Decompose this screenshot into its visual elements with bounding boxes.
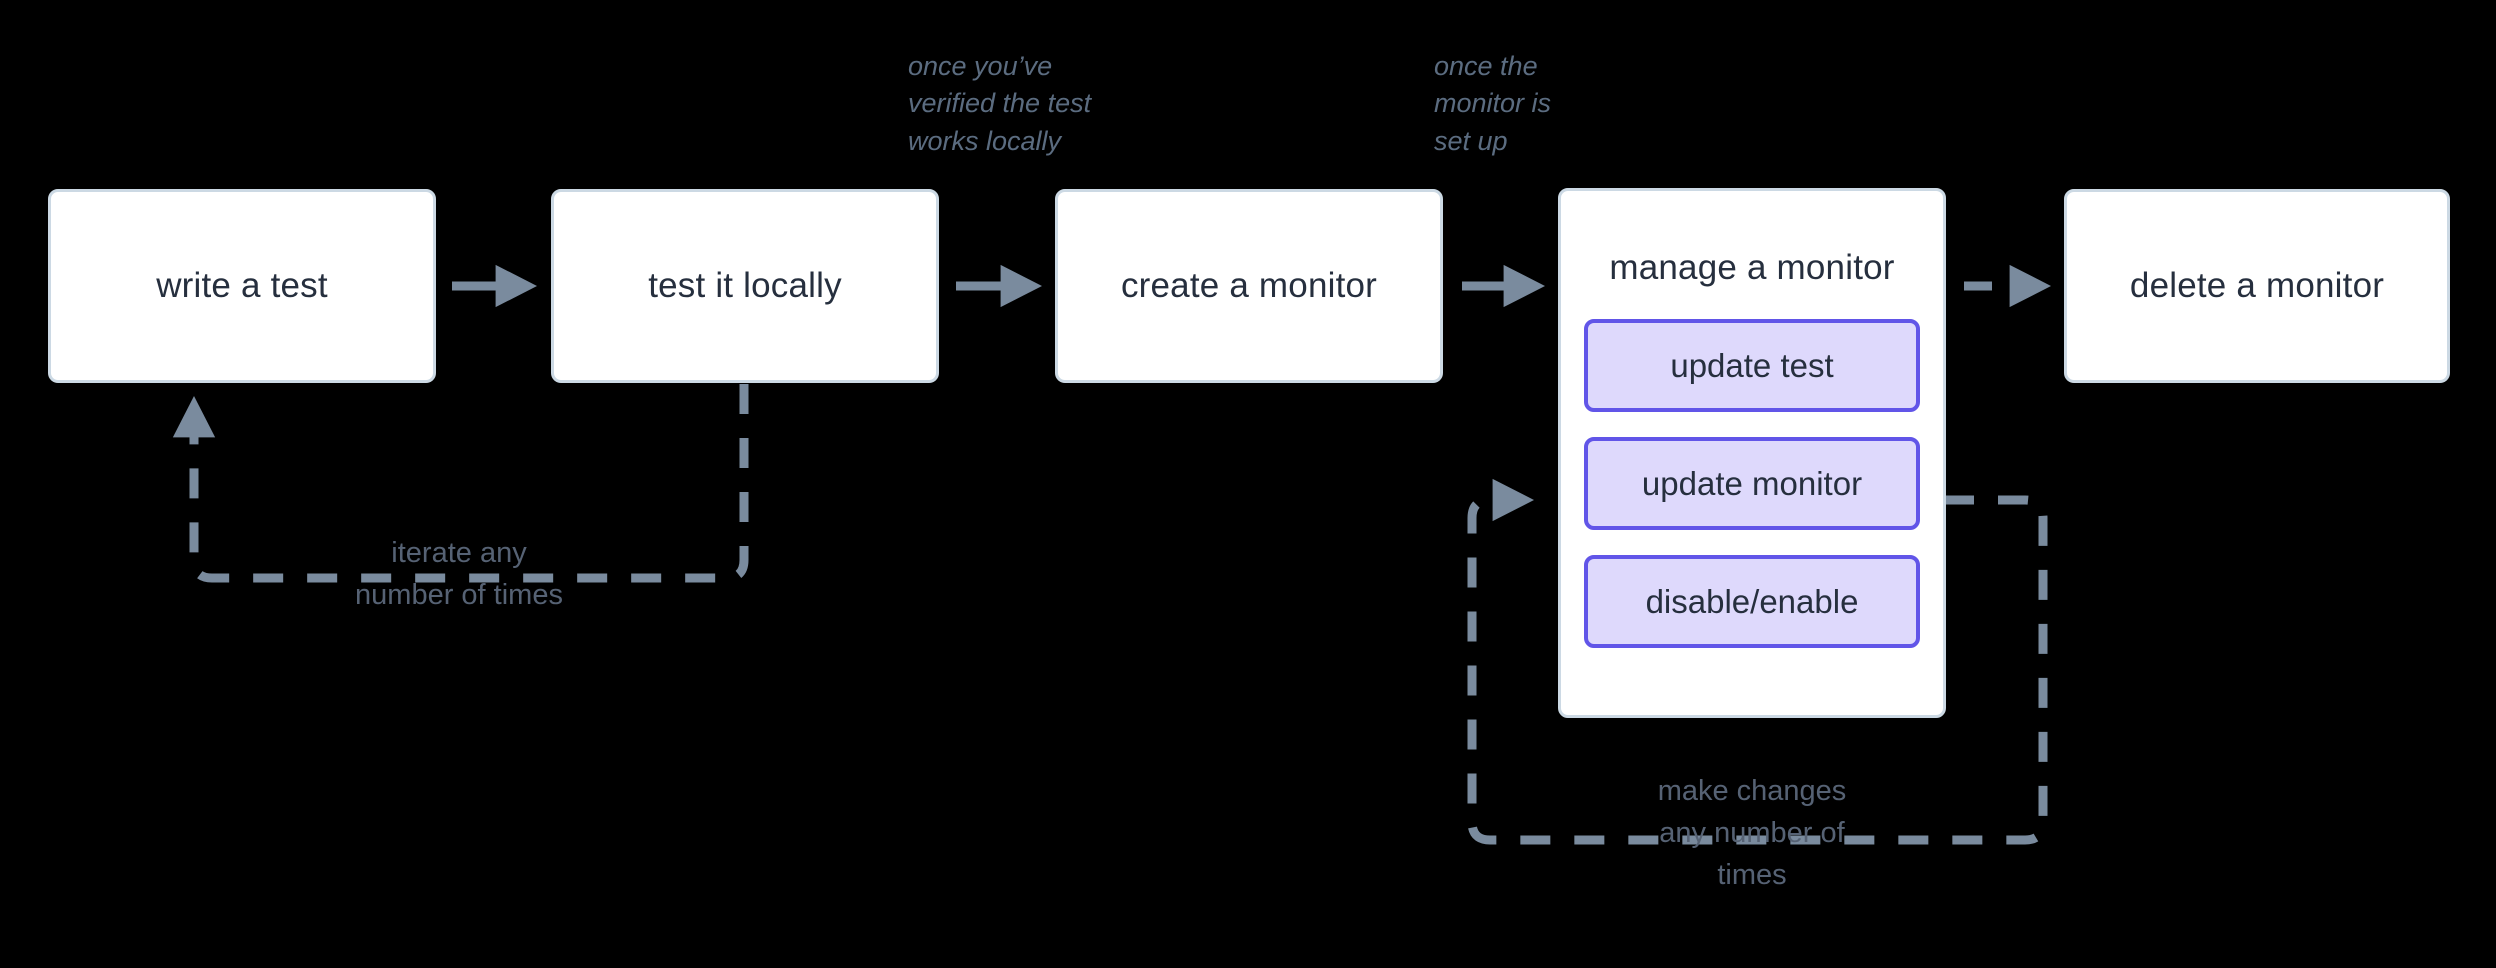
subnode-disable-enable-label: disable/enable [1645, 582, 1859, 620]
loop-label-make-changes: make changes any number of times [1657, 775, 1847, 892]
subnode-update-test[interactable]: update test [1584, 319, 1920, 412]
loop-label-iterate: iterate any number of times [355, 537, 563, 612]
node-write-a-test-label: write a test [156, 266, 328, 305]
node-delete-a-monitor[interactable]: delete a monitor [2064, 189, 2450, 383]
note-once-verified: once you’ve verified the test works loca… [908, 51, 1092, 156]
subnode-update-test-label: update test [1670, 346, 1834, 384]
node-manage-a-monitor-label: manage a monitor [1609, 248, 1895, 287]
note-once-monitor-set-up: once the monitor is set up [1434, 51, 1552, 156]
node-create-a-monitor-label: create a monitor [1120, 266, 1378, 305]
node-test-it-locally-label: test it locally [648, 266, 842, 305]
node-manage-a-monitor[interactable]: manage a monitor update test update moni… [1558, 188, 1946, 718]
node-write-a-test[interactable]: write a test [48, 189, 436, 383]
subnode-disable-enable[interactable]: disable/enable [1584, 555, 1920, 648]
node-delete-a-monitor-label: delete a monitor [2129, 266, 2385, 305]
node-create-a-monitor[interactable]: create a monitor [1055, 189, 1443, 383]
subnode-update-monitor[interactable]: update monitor [1584, 437, 1920, 530]
subnode-update-monitor-label: update monitor [1641, 464, 1863, 502]
node-test-it-locally[interactable]: test it locally [551, 189, 939, 383]
